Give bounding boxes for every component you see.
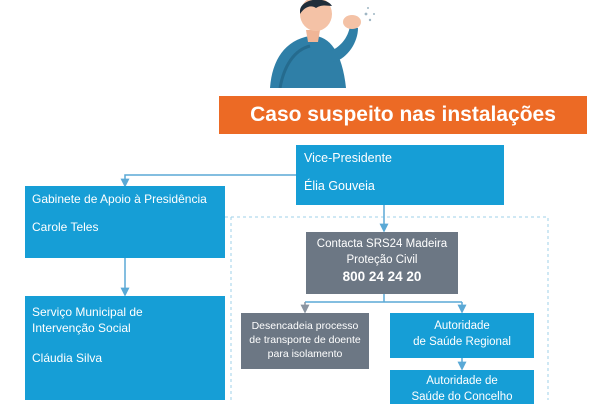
contacta-phone: 800 24 24 20 [342,269,422,285]
node-person-name: Cláudia Silva [32,351,103,366]
contacta-line1: Contacta SRS24 Madeira [316,238,448,250]
autoridade-regional-line2: de Saúde Regional [413,335,511,348]
node-role: Gabinete de Apoio à Presidência [32,192,207,206]
node-role-line2: Intervenção Social [32,321,131,336]
node-contacta-srs24: Contacta SRS24 Madeira Proteção Civil 80… [306,232,458,294]
desencadeia-line1: Desencadeia processo [251,320,359,332]
contacta-line2: Proteção Civil [346,253,418,266]
node-role: Vice-Presidente [304,151,393,165]
desencadeia-line2: de transporte de doente [249,334,361,347]
node-person-name: Élia Gouveia [304,179,375,193]
title-text: Caso suspeito nas instalações [250,103,556,126]
dashed-frame [225,216,549,400]
node-person-name: Carole Teles [32,220,99,234]
node-autoridade-saude-concelho: Autoridade de Saúde do Concelho [390,370,534,404]
node-desencadeia-transporte: Desencadeia processo de transporte de do… [241,313,369,369]
person-coughing-icon [270,0,375,88]
autoridade-regional-line1: Autoridade [434,320,490,332]
desencadeia-line3: para isolamento [267,348,343,361]
node-gabinete-apoio: Gabinete de Apoio à Presidência Carole T… [25,186,225,258]
autoridade-concelho-line1: Autoridade de [426,375,498,387]
node-autoridade-saude-regional: Autoridade de Saúde Regional [390,313,534,358]
node-role-line1: Serviço Municipal de [32,305,143,319]
title-banner: Caso suspeito nas instalações [219,96,587,134]
node-servico-municipal: Serviço Municipal de Intervenção Social … [25,296,225,400]
arrow-vp-to-gabinete [120,174,296,188]
autoridade-concelho-line2: Saúde do Concelho [411,390,513,403]
node-vice-presidente: Vice-Presidente Élia Gouveia [296,145,504,205]
